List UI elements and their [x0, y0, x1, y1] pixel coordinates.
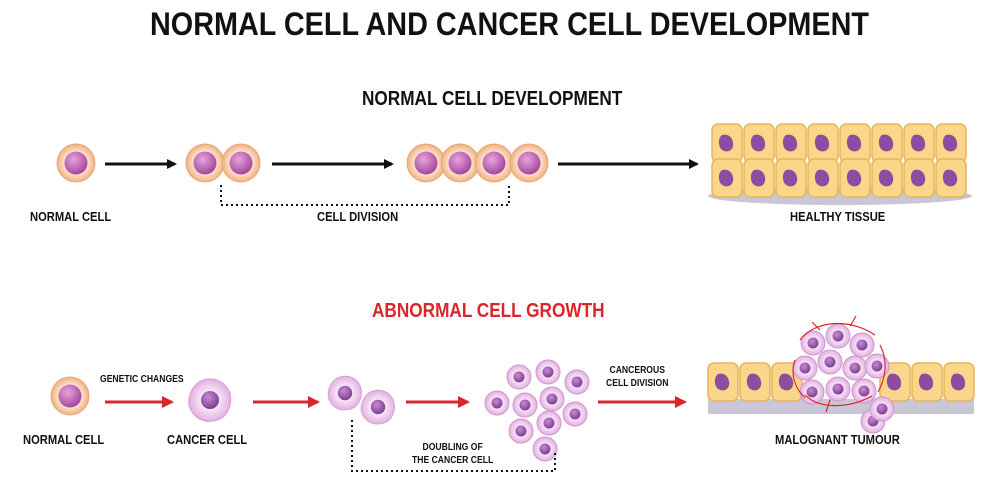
tumour-mass [792, 315, 895, 434]
abnormal-normal-cell-label: NORMAL CELL [23, 432, 105, 447]
doubling-label-line1: DOUBLING OF [422, 442, 483, 453]
normal-development-heading: NORMAL CELL DEVELOPMENT [362, 88, 623, 110]
doubling-label: DOUBLING OF THE CANCER CELL [412, 441, 493, 467]
cancerous-division-line2: CELL DIVISION [606, 378, 669, 389]
page-title: NORMAL CELL AND CANCER CELL DEVELOPMENT [150, 6, 869, 42]
malignant-tumour-label: MALOGNANT TUMOUR [775, 432, 900, 447]
healthy-tissue-label: HEALTHY TISSUE [790, 209, 886, 224]
cell-division-bracket [220, 185, 510, 206]
two-cancer-cells [327, 375, 395, 425]
two-normal-cells [185, 143, 261, 183]
doubling-bracket [351, 420, 556, 472]
normal-cell-single [56, 143, 96, 183]
normal-development-section [56, 123, 972, 206]
malignant-tumour [707, 315, 975, 434]
cancerous-division-label: CANCEROUS CELL DIVISION [606, 364, 668, 390]
four-normal-cells [406, 143, 549, 183]
doubling-label-line2: THE CANCER CELL [412, 455, 494, 466]
cancer-cell-label: CANCER CELL [167, 432, 248, 447]
healthy-tissue [708, 123, 972, 205]
normal-cell-label: NORMAL CELL [30, 209, 112, 224]
cell-division-label: CELL DIVISION [317, 209, 399, 224]
abnormal-growth-section [50, 315, 975, 472]
cancer-cell [188, 378, 232, 422]
cancerous-division-line1: CANCEROUS [609, 365, 665, 376]
genetic-changes-label: GENETIC CHANGES [100, 374, 184, 385]
cancer-cell-cluster [484, 359, 590, 462]
abnormal-growth-heading: ABNORMAL CELL GROWTH [372, 300, 605, 322]
normal-cell-abnormal-start [50, 376, 90, 416]
